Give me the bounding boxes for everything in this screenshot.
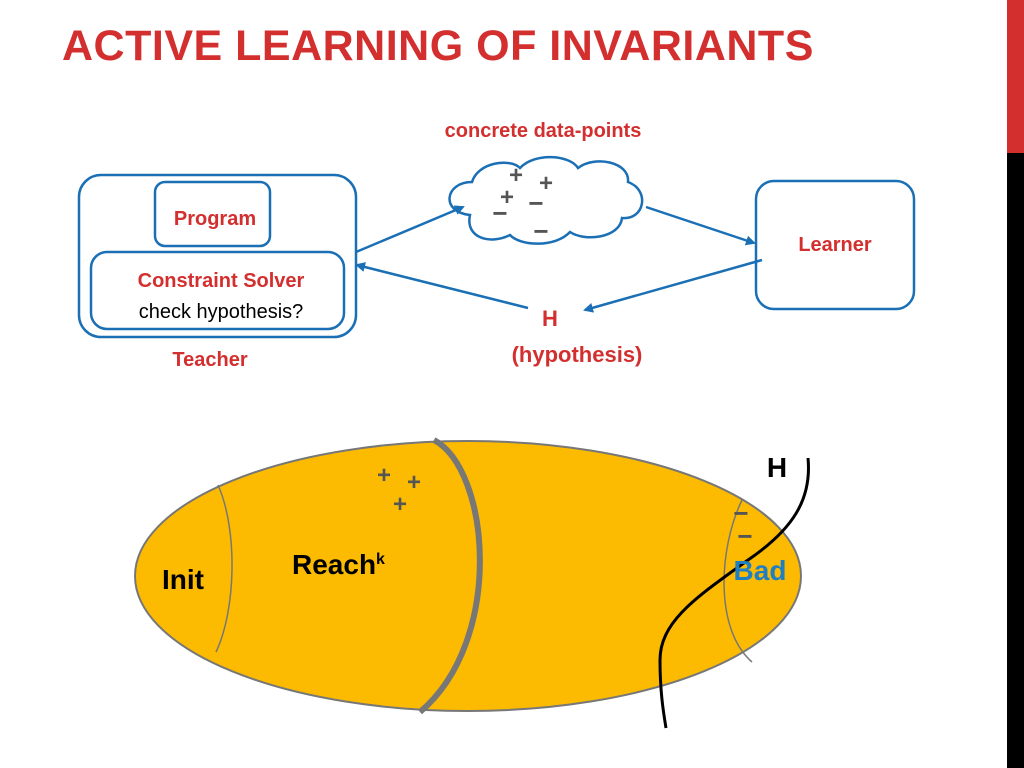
program-label: Program [174, 208, 256, 230]
constraint-solver-title: Constraint Solver [138, 270, 305, 292]
learner-label: Learner [798, 234, 872, 256]
accent-bar-red [1007, 0, 1024, 153]
hypothesis-to-teacher-arrow [355, 262, 529, 310]
minus-mark: − [737, 521, 752, 551]
init-boundary [215, 484, 233, 653]
reach-label-superscript: k [376, 551, 385, 568]
init-label: Init [162, 564, 204, 595]
plus-mark: + [393, 491, 407, 518]
plus-mark: + [509, 162, 523, 189]
plus-mark: + [539, 170, 553, 197]
hypothesis-curve [658, 457, 810, 729]
plus-mark: + [377, 462, 391, 489]
plus-mark: + [407, 469, 421, 496]
bad-label: Bad [734, 555, 787, 586]
program-box [153, 180, 272, 248]
reach-label-text: Reach [292, 549, 376, 580]
teacher-to-cloud-arrow [355, 205, 465, 254]
teacher-label: Teacher [172, 349, 247, 371]
plus-mark: + [500, 184, 514, 211]
hypothesis-label-text: (hypothesis) [512, 342, 643, 367]
cloud-to-learner-arrow [645, 205, 756, 246]
hypothesis-label-h: H [542, 306, 558, 331]
minus-mark: − [733, 498, 748, 528]
teacher-box [77, 173, 358, 339]
bad-boundary [723, 499, 753, 663]
minus-mark: − [533, 216, 548, 246]
constraint-solver-subtitle: check hypothesis? [139, 301, 304, 323]
learner-box [754, 179, 916, 311]
slide-title: ACTIVE LEARNING OF INVARIANTS [62, 22, 814, 70]
accent-bar-black [1007, 153, 1024, 768]
minus-mark: − [492, 198, 507, 228]
reach-boundary [418, 437, 483, 715]
minus-mark: − [528, 188, 543, 218]
data-cloud [448, 155, 644, 245]
learner-to-hypothesis-arrow [583, 258, 763, 313]
reach-label: Reachk [292, 549, 385, 580]
constraint-solver-box [89, 250, 346, 331]
h-curve-label: H [767, 452, 787, 483]
cloud-label: concrete data-points [445, 120, 642, 142]
state-space-ellipse [134, 440, 802, 712]
